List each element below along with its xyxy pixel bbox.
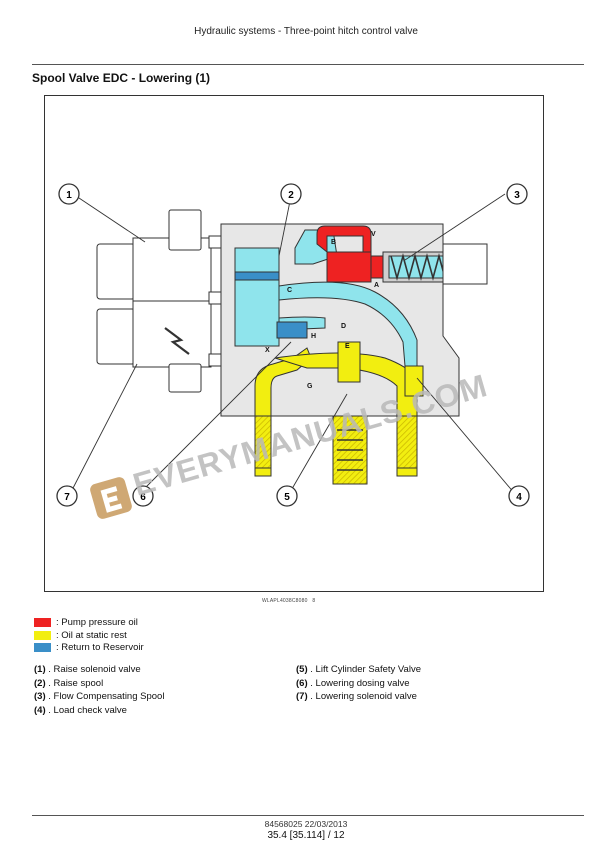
callout-7: 7 — [56, 485, 78, 507]
port-label-v: V — [371, 231, 376, 238]
port-letters: B V A C D E H G X — [265, 231, 379, 390]
callout-1: 1 — [58, 183, 80, 205]
figure-frame: 1 2 3 4 5 6 7 B V A C D E H G X EVERYMAN — [44, 95, 544, 592]
solenoid-housings — [96, 209, 222, 393]
safety-valve-spring — [337, 429, 363, 471]
legend-swatch-blue — [34, 642, 51, 652]
svg-text:2: 2 — [288, 190, 294, 201]
right-fitting — [442, 243, 488, 285]
section-title: Spool Valve EDC - Lowering (1) — [32, 71, 211, 85]
callout-description: (4) . Load check valve — [34, 704, 127, 716]
running-header: Hydraulic systems - Three-point hitch co… — [194, 26, 418, 37]
svg-text:7: 7 — [64, 492, 70, 503]
pump-pressure-passages — [316, 225, 414, 283]
callout-list-left: (1) . Raise solenoid valve (2) . Raise s… — [34, 663, 164, 717]
callout-5: 5 — [276, 485, 298, 507]
svg-text:6: 6 — [140, 492, 146, 503]
callout-description: (6) . Lowering dosing valve — [296, 677, 410, 689]
port-label-g: G — [307, 383, 313, 390]
legend-swatch-red — [34, 617, 51, 627]
callout-4: 4 — [508, 485, 530, 507]
leader-lines — [70, 193, 516, 495]
callout-description: (3) . Flow Compensating Spool — [34, 691, 165, 703]
port-label-a: A — [374, 282, 379, 289]
callout-2: 2 — [280, 183, 302, 205]
svg-text:3: 3 — [514, 190, 520, 201]
lightning-icon — [164, 327, 190, 355]
svg-text:1: 1 — [66, 190, 72, 201]
callout-description: (1) . Raise solenoid valve — [34, 664, 141, 675]
port-label-h: H — [311, 333, 316, 340]
callout-description: (7) . Lowering solenoid valve — [296, 691, 417, 703]
port-label-d: D — [341, 323, 346, 330]
callout-list-right: (5) . Lift Cylinder Safety Valve (6) . L… — [296, 663, 421, 704]
port-label-c: C — [287, 287, 292, 294]
svg-text:4: 4 — [516, 492, 522, 503]
callout-markers: 1 2 3 4 5 6 7 — [56, 183, 530, 507]
hydraulic-valve-diagram: 1 2 3 4 5 6 7 B V A C D E H G X EVERYMAN — [56, 183, 530, 519]
callout-6: 6 — [132, 485, 154, 507]
figure-reference: WLAPL4038C8080 8 — [262, 598, 316, 604]
legend-swatch-yellow — [34, 630, 51, 640]
static-oil-passages — [254, 341, 424, 485]
svg-text:5: 5 — [284, 492, 290, 503]
port-label-b: B — [331, 239, 336, 246]
legend-item-pump-pressure: : Pump pressure oil — [34, 616, 138, 628]
footer-page-number: 35.4 [35.114] / 12 — [267, 830, 345, 841]
callout-description: (2) . Raise spool — [34, 677, 104, 689]
callout-description: (5) . Lift Cylinder Safety Valve — [296, 664, 421, 675]
footer-rule — [32, 815, 584, 816]
footer-doc-id: 84568025 22/03/2013 — [264, 819, 348, 829]
legend-item-static-oil: : Oil at static rest — [34, 629, 127, 641]
legend-item-return: : Return to Reservoir — [34, 641, 144, 653]
callout-3: 3 — [506, 183, 528, 205]
port-label-e: E — [345, 343, 350, 350]
port-label-x: X — [265, 347, 270, 354]
header-rule — [32, 64, 584, 65]
